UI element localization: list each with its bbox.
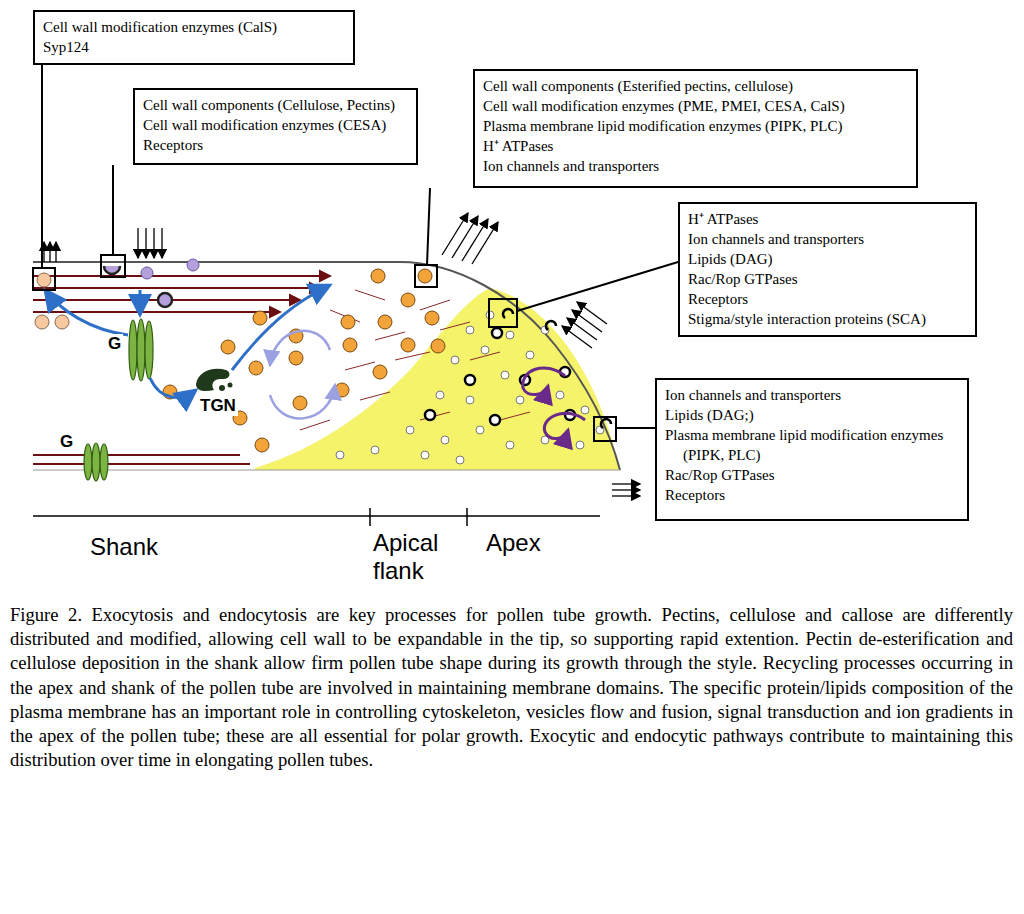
component-item: Cell wall modification enzymes (CESA) <box>143 115 408 135</box>
component-item: Rac/Rop GTPases <box>688 269 967 289</box>
component-item: Receptors <box>143 135 408 155</box>
callout-box: Ion channels and transportersLipids (DAG… <box>655 378 969 521</box>
component-item: Cell wall modification enzymes (CalS) <box>43 17 345 37</box>
callout-box: H⁺ ATPasesIon channels and transportersL… <box>678 202 977 337</box>
component-item: Ion channels and transporters <box>665 385 959 405</box>
zone-label: Apical flank <box>373 529 465 584</box>
callout-box: Cell wall modification enzymes (CalS)Syp… <box>33 10 355 65</box>
component-item: Syp124 <box>43 37 345 57</box>
component-item: Plasma membrane lipid modification enzym… <box>665 425 959 465</box>
component-item: Rac/Rop GTPases <box>665 465 959 485</box>
component-item: Cell wall components (Cellulose, Pectins… <box>143 95 408 115</box>
component-item: Cell wall modification enzymes (PME, PME… <box>483 96 908 116</box>
callout-box: Cell wall components (Cellulose, Pectins… <box>133 88 418 165</box>
component-item: Lipids (DAG;) <box>665 405 959 425</box>
component-item: H⁺ ATPases <box>483 136 908 156</box>
organelle-label: TGN <box>198 396 238 416</box>
component-item: Lipids (DAG) <box>688 249 967 269</box>
component-item: Plasma membrane lipid modification enzym… <box>483 116 908 136</box>
organelle-label: G <box>106 334 123 354</box>
component-item: Receptors <box>688 289 967 309</box>
zone-label: Apex <box>486 529 541 557</box>
component-item: Ion channels and transporters <box>483 156 908 176</box>
figure-caption: Figure 2. Exocytosis and endocytosis are… <box>10 603 1013 772</box>
component-item: Cell wall components (Esterified pectins… <box>483 76 908 96</box>
component-item: Stigma/style interaction proteins (SCA) <box>688 309 967 329</box>
component-item: H⁺ ATPases <box>688 209 967 229</box>
organelle-label: G <box>58 432 75 452</box>
zone-label: Shank <box>90 533 158 561</box>
component-item: Receptors <box>665 485 959 505</box>
callout-box: Cell wall components (Esterified pectins… <box>473 69 918 188</box>
component-item: Ion channels and transporters <box>688 229 967 249</box>
